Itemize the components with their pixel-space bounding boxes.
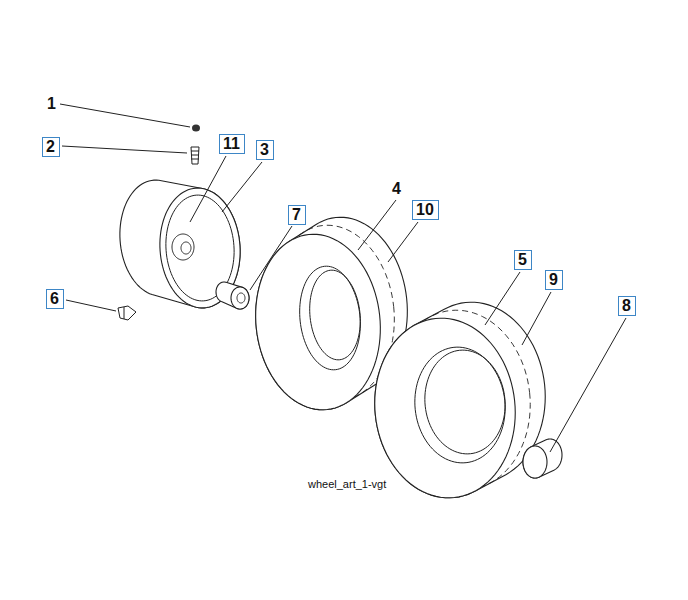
hub-cap-face [523, 446, 547, 478]
bushing-body [216, 282, 249, 309]
tire-front-face [256, 234, 381, 410]
callout-box: 10 [412, 200, 439, 220]
leader-line [222, 162, 262, 212]
callout-number: 7 [292, 206, 302, 224]
callout-number: 10 [416, 201, 435, 219]
bushing-hole [237, 293, 245, 303]
leader-line [388, 222, 418, 262]
leader-line [485, 272, 520, 325]
callout-box: 9 [545, 270, 563, 290]
leader-line [358, 200, 396, 250]
callout-number: 3 [260, 141, 270, 159]
callout-box: 6 [46, 289, 64, 309]
leader-line [522, 292, 551, 345]
bolt [118, 306, 136, 320]
rim-hole [181, 242, 191, 254]
callout-box: 5 [514, 250, 532, 270]
leader-line [60, 104, 190, 127]
callout-box: 7 [288, 205, 306, 225]
callout-number: 4 [390, 180, 403, 198]
valve-stem [191, 147, 199, 164]
tire-rear-hole [425, 350, 505, 454]
drawing-id: wheel_art_1-vgt [307, 478, 387, 491]
valve-thread [191, 151, 199, 152]
leader-line [550, 318, 626, 452]
bolt-edge [124, 307, 125, 319]
callout-box: 8 [618, 296, 636, 316]
callout-number: 1 [45, 95, 58, 113]
leader-line [66, 300, 116, 311]
valve-thread [191, 159, 199, 160]
callout-box: 3 [256, 140, 274, 160]
hub-cap-body [523, 439, 562, 478]
bushing-face [231, 287, 249, 309]
tire-front-hole [300, 266, 361, 370]
cap-nut [192, 125, 200, 132]
rim-hole [172, 234, 194, 260]
tire-rear-body [375, 302, 545, 498]
leader-line [250, 226, 292, 290]
callout-number: 8 [622, 297, 632, 315]
tire-rear-hole [415, 347, 505, 463]
callout-number: 5 [518, 251, 528, 269]
callout-number: 6 [50, 290, 60, 308]
leader-line [190, 156, 226, 222]
valve-thread [191, 155, 199, 156]
tire-front-hole [310, 270, 361, 360]
callout-box: 11 [219, 134, 245, 154]
callout-box: 2 [42, 137, 60, 157]
tire-rear-face [375, 318, 515, 498]
callout-number: 2 [46, 138, 56, 156]
callout-number: 9 [549, 271, 559, 289]
callout-number: 11 [223, 135, 241, 153]
leader-line [62, 146, 187, 153]
